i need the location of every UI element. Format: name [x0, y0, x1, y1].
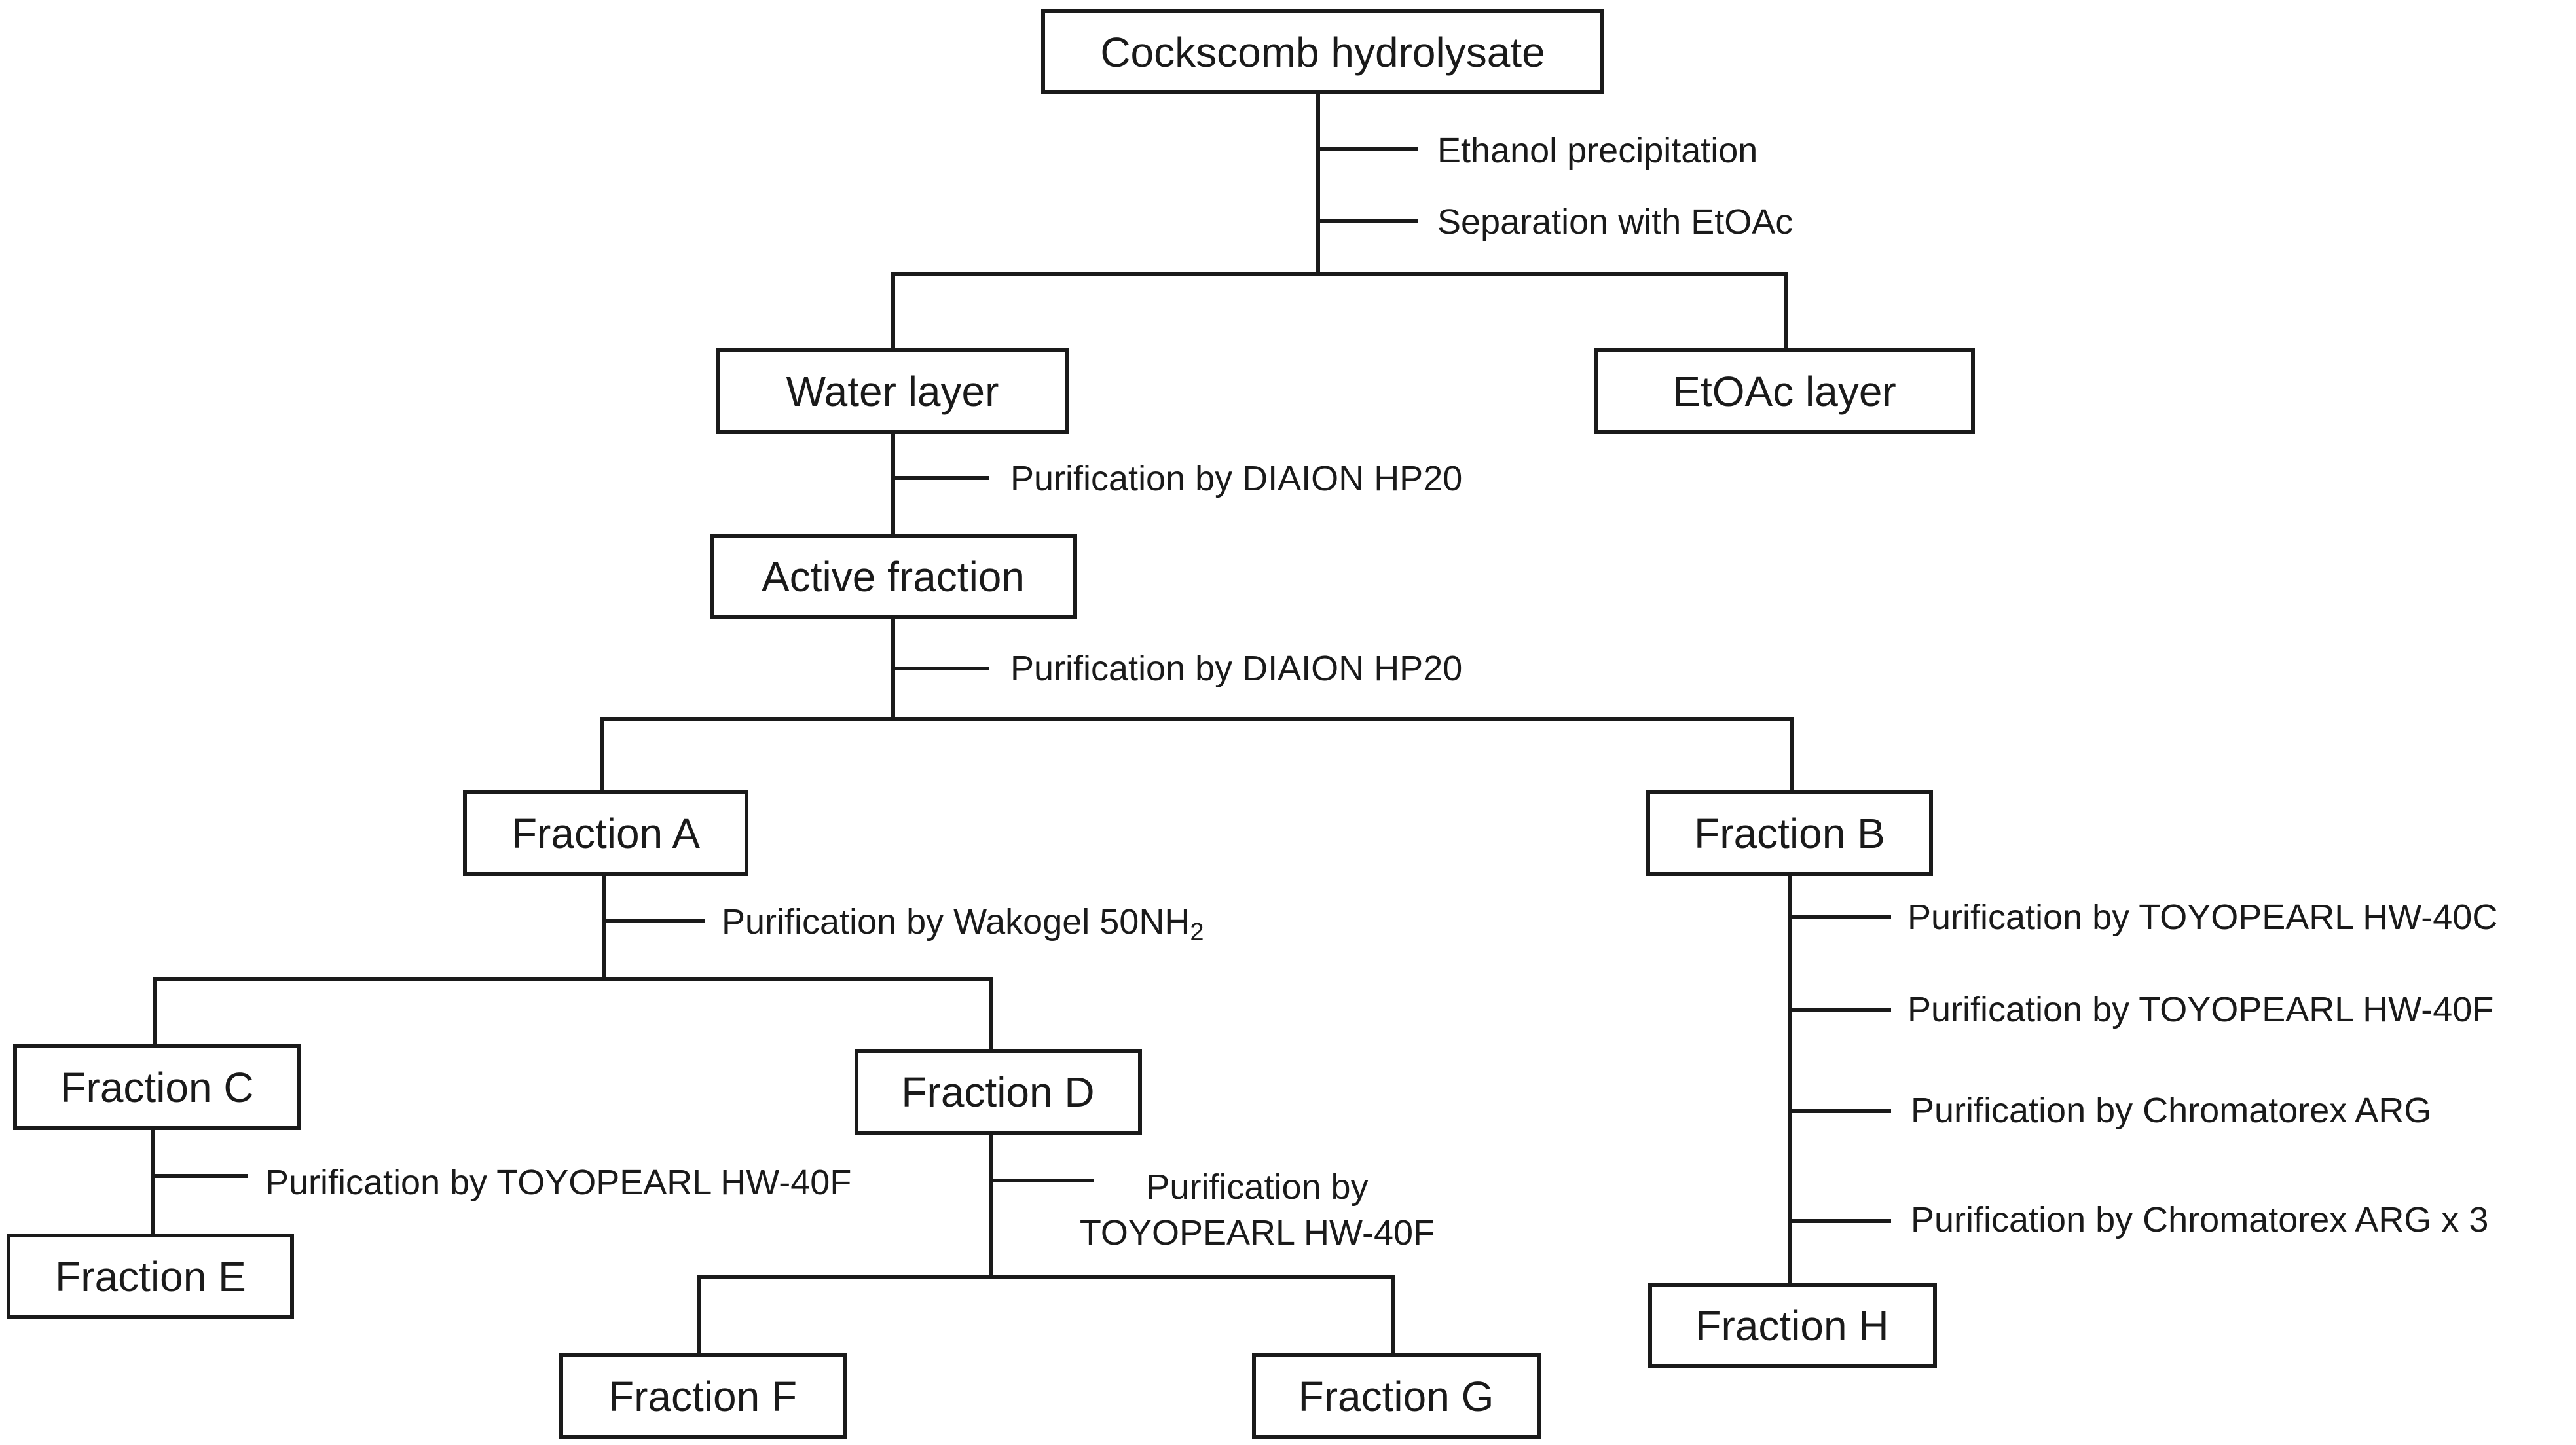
node-label: Fraction H [1695, 1302, 1888, 1349]
node-label: Fraction D [901, 1069, 1094, 1116]
node-etoac-layer: EtOAc layer [1594, 348, 1975, 434]
node-fraction-h: Fraction H [1648, 1283, 1937, 1368]
step-a-to-cd: Purification by Wakogel 50NH2 [722, 902, 1204, 946]
node-fraction-a: Fraction A [463, 790, 748, 876]
node-fraction-c: Fraction C [13, 1044, 301, 1130]
node-fraction-g: Fraction G [1252, 1353, 1541, 1439]
step-ethanol-precipitation: Ethanol precipitation [1437, 131, 1757, 170]
node-cockscomb-hydrolysate: Cockscomb hydrolysate [1041, 9, 1604, 94]
node-fraction-b: Fraction B [1646, 790, 1933, 876]
node-fraction-d: Fraction D [855, 1049, 1142, 1135]
step-a-to-cd-subscript: 2 [1190, 919, 1204, 946]
node-label: EtOAc layer [1672, 368, 1896, 415]
node-fraction-e: Fraction E [7, 1234, 294, 1319]
step-a-to-cd-text: Purification by Wakogel 50NH [722, 902, 1190, 942]
node-label: Fraction F [608, 1373, 797, 1420]
step-b-2: Purification by TOYOPEARL HW-40F [1907, 990, 2493, 1029]
node-label: Fraction C [60, 1064, 253, 1111]
step-b-3: Purification by Chromatorex ARG [1911, 1091, 2431, 1130]
node-label: Cockscomb hydrolysate [1100, 29, 1545, 76]
node-label: Active fraction [762, 553, 1025, 600]
node-label: Fraction G [1298, 1373, 1494, 1420]
step-d-to-fg-line1: Purification by [1146, 1167, 1368, 1207]
node-water-layer: Water layer [716, 348, 1069, 434]
node-label: Fraction E [55, 1253, 246, 1300]
step-b-1: Purification by TOYOPEARL HW-40C [1907, 898, 2497, 937]
step-b-4: Purification by Chromatorex ARG x 3 [1911, 1200, 2488, 1239]
step-water-to-active: Purification by DIAION HP20 [1010, 459, 1462, 498]
step-labels: Ethanol precipitation Separation with Et… [265, 131, 2497, 1253]
step-d-to-fg-line2: TOYOPEARL HW-40F [1080, 1213, 1435, 1253]
node-label: Fraction A [511, 810, 700, 857]
connectors [151, 90, 1891, 1357]
step-separation-etoac: Separation with EtOAc [1437, 202, 1793, 242]
step-c-to-e: Purification by TOYOPEARL HW-40F [265, 1163, 851, 1202]
node-fraction-f: Fraction F [559, 1353, 847, 1439]
step-active-to-ab: Purification by DIAION HP20 [1010, 649, 1462, 688]
node-label: Fraction B [1694, 810, 1885, 857]
node-active-fraction: Active fraction [710, 534, 1077, 619]
node-label: Water layer [786, 368, 999, 415]
